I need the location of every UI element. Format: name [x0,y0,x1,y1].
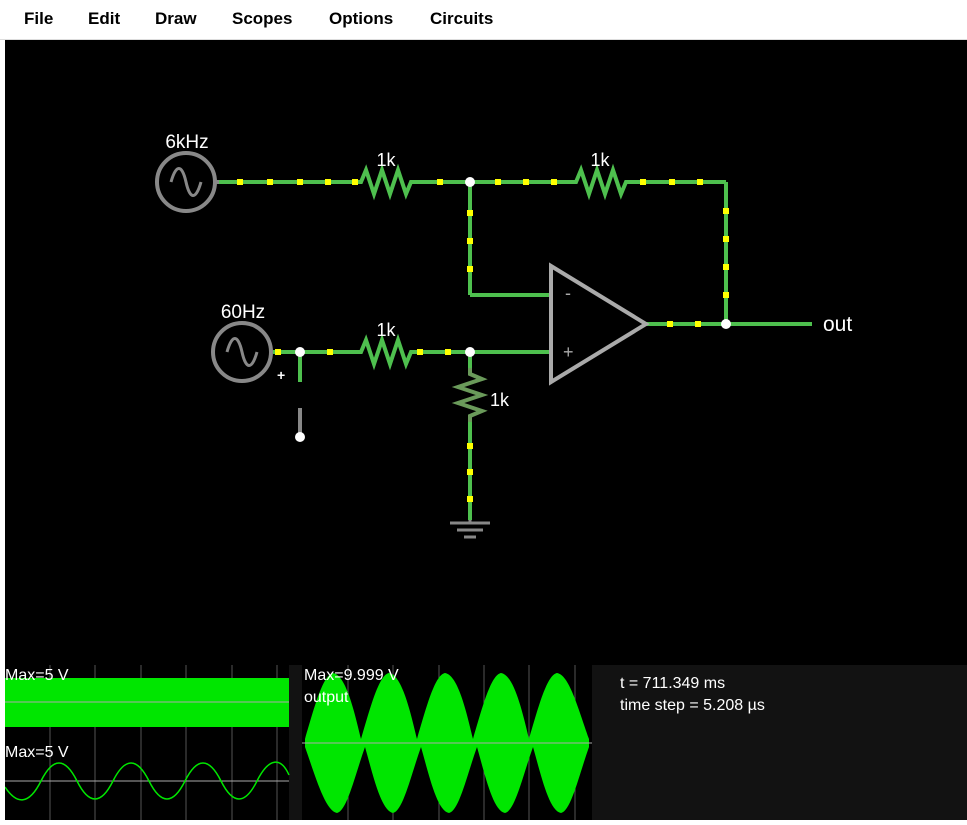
menu-scopes[interactable]: Scopes [232,9,293,28]
scope-1[interactable] [5,665,289,740]
resistor-bottom[interactable] [355,333,415,371]
opamp-plus-sign: + [563,342,574,362]
resistor-top-left[interactable] [355,163,415,201]
junction-bottom [465,347,475,357]
sim-time: t = 711.349 ms [620,675,726,692]
menu-options[interactable]: Options [329,9,394,28]
ac-source-60hz[interactable] [211,321,273,383]
ground-symbol[interactable] [450,520,490,539]
switch[interactable] [295,408,305,442]
simulation-info: t = 711.349 ms time step = 5.208 µs [620,673,765,717]
label-resistor-shunt: 1k [490,390,510,410]
scope-1-max-label: Max=5 V [5,667,69,684]
junction-output [721,319,731,329]
resistor-shunt[interactable] [451,368,489,422]
junctions [295,177,731,357]
label-out: out [823,313,852,336]
circuit-drawing[interactable]: 6kHz 60Hz 1k 1k 1k 1k - + + out [5,40,967,665]
scope-3-name-label: output [304,689,349,706]
label-resistor-top-right: 1k [590,150,610,170]
opamp-minus-sign: - [565,283,571,303]
scope-3-output[interactable] [302,665,592,820]
switch-plus-sign: + [277,367,285,383]
menu-circuits[interactable]: Circuits [430,9,494,28]
sim-timestep: time step = 5.208 µs [620,697,765,714]
junction-switch [295,347,305,357]
opamp[interactable] [549,262,650,386]
ac-source-6khz[interactable] [155,151,219,213]
junction-top [465,177,475,187]
scope-3-max-label: Max=9.999 V [304,667,399,684]
label-resistor-top-left: 1k [376,150,396,170]
scope-2[interactable] [4,740,290,820]
circuit-canvas[interactable]: 6kHz 60Hz 1k 1k 1k 1k - + + out [5,40,967,665]
resistor-top-right[interactable] [570,163,630,201]
scope-panel: Max=5 V Max=5 V Max=9.999 V output [4,665,967,820]
wires [217,180,812,520]
label-resistor-bottom: 1k [376,320,396,340]
scope-drawing: Max=5 V Max=5 V Max=9.999 V output [4,665,592,820]
label-6khz: 6kHz [165,132,208,153]
menu-bar: File Edit Draw Scopes Options Circuits [0,0,967,40]
label-60hz: 60Hz [221,302,265,323]
scope-2-max-label: Max=5 V [5,744,69,761]
menu-edit[interactable]: Edit [88,9,121,28]
left-border [0,40,5,820]
menu-draw[interactable]: Draw [155,9,197,28]
current-dots [237,179,729,502]
menu-file[interactable]: File [24,9,54,28]
